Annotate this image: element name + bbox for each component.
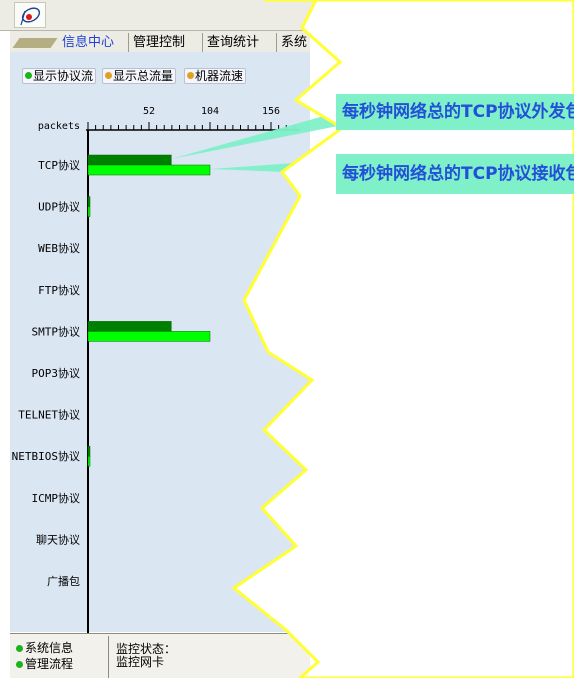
- green-dot-icon: [25, 72, 32, 79]
- subtab-label: 机器流速: [195, 69, 244, 83]
- x-tick-label: 104: [201, 106, 219, 117]
- bar-send[interactable]: [87, 321, 172, 332]
- bar-send[interactable]: [87, 196, 91, 207]
- bottom-item-management-flow[interactable]: 管理流程: [16, 658, 73, 671]
- bar-receive[interactable]: [87, 455, 91, 467]
- x-tick-label: 156: [262, 106, 280, 117]
- callout-receive-series: 每秒钟网络总的TCP协议接收包数: [336, 154, 574, 194]
- bottom-item-label: 管理流程: [25, 657, 74, 671]
- category-label: SMTP协议: [32, 324, 81, 338]
- category-label: UDP协议: [38, 200, 80, 214]
- tab-info-center[interactable]: 信息中心: [58, 33, 119, 52]
- bars-group: [87, 154, 211, 467]
- subtab-label: 显示总流量: [113, 69, 174, 83]
- subtab-protocol-flow[interactable]: 显示协议流: [22, 68, 97, 84]
- category-label: 广播包: [47, 574, 80, 588]
- green-dot-icon: [16, 645, 23, 652]
- category-label: TELNET协议: [18, 408, 80, 422]
- bar-send[interactable]: [87, 154, 172, 166]
- callout-send-series: 每秒钟网络总的TCP协议外发包数: [336, 94, 574, 130]
- subtab-label: 显示协议流: [33, 69, 94, 83]
- monitor-nic-label: 监控网卡: [116, 655, 165, 669]
- category-label: WEB协议: [38, 241, 80, 255]
- callout-leaders: [171, 112, 338, 174]
- subtab-machine-speed[interactable]: 机器流速: [184, 68, 247, 84]
- bar-receive[interactable]: [87, 206, 91, 217]
- bottom-status-panel: 系统信息 管理流程 监控状态： 监控网卡: [10, 633, 310, 678]
- callout-leader-send: [171, 112, 338, 159]
- bar-receive[interactable]: [87, 331, 211, 342]
- monitor-status-label: 监控状态：: [116, 642, 177, 656]
- bottom-item-system-info[interactable]: 系统信息: [16, 642, 73, 655]
- bottom-divider: [108, 636, 109, 678]
- category-label: NETBIOS协议: [12, 449, 80, 463]
- tab-management-control[interactable]: 管理控制: [128, 33, 189, 52]
- bar-send[interactable]: [87, 445, 91, 457]
- y-axis-label: packets: [38, 121, 80, 132]
- category-label: 聊天协议: [36, 532, 80, 546]
- subtab-total-traffic[interactable]: 显示总流量: [102, 68, 177, 84]
- orange-dot-icon: [187, 72, 194, 79]
- category-label: ICMP协议: [32, 491, 81, 505]
- callout-leader-receive: [210, 160, 338, 174]
- app-logo-icon[interactable]: [14, 2, 46, 28]
- category-label: TCP协议: [38, 158, 80, 172]
- bottom-item-label: 系统信息: [25, 641, 74, 655]
- bar-receive[interactable]: [87, 164, 211, 176]
- x-tick-label: 52: [143, 106, 155, 117]
- orange-dot-icon: [105, 72, 112, 79]
- green-dot-icon: [16, 661, 23, 668]
- category-label: POP3协议: [32, 366, 81, 380]
- category-label: FTP协议: [38, 283, 80, 297]
- y-axis-categories: TCP协议 UDP协议 WEB协议 FTP协议 SMTP协议 POP3协议 TELNET协议…: [12, 158, 80, 588]
